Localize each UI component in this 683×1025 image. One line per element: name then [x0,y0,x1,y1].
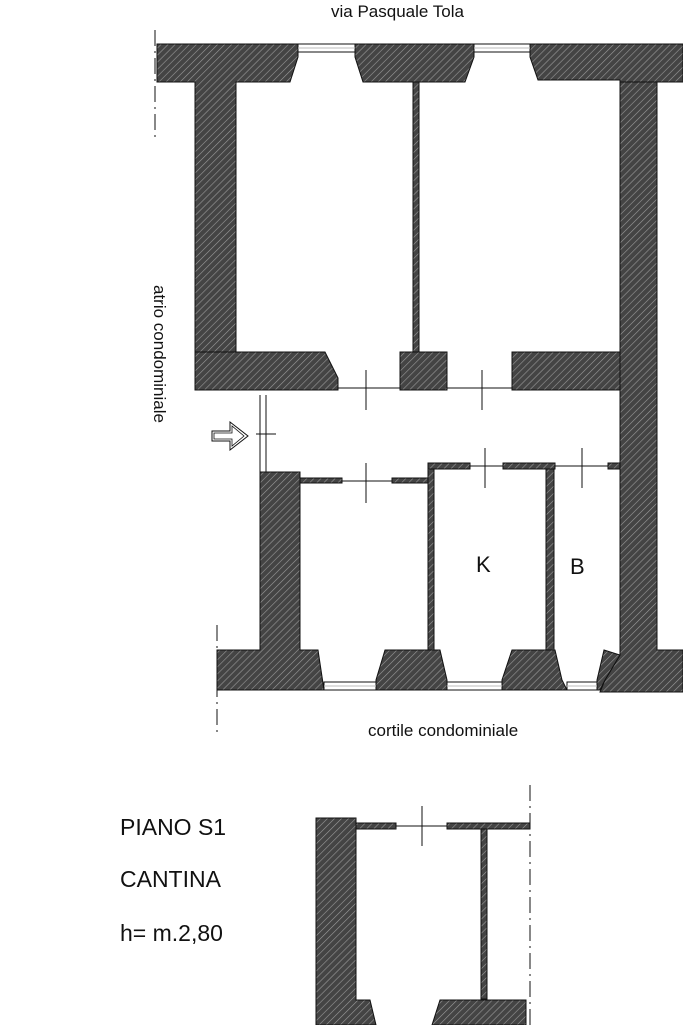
entrance [256,395,276,472]
cellar-walls [315,817,531,1025]
room-label-b: B [570,554,585,579]
door-marks-lower [342,448,608,503]
entrance-arrow-icon [211,420,249,452]
back-windows [323,681,598,691]
room-type-label: CANTINA [120,866,221,892]
cellar-door-marks [396,806,447,846]
floor-level-label: PIANO S1 [120,814,227,840]
door-marks-upper [338,370,512,410]
front-windows [297,43,531,53]
left-wall-lower [216,471,325,691]
courtyard-label: cortile condominiale [368,721,519,740]
room-partitions [427,468,555,651]
partition-top [399,81,621,391]
atrium-label: atrio condominiale [150,285,169,423]
left-wall-upper [194,351,339,391]
room-label-k: K [476,552,491,577]
ceiling-height-label: h= m.2,80 [120,920,223,946]
street-label: via Pasquale Tola [331,2,464,21]
front-wall [156,43,683,353]
